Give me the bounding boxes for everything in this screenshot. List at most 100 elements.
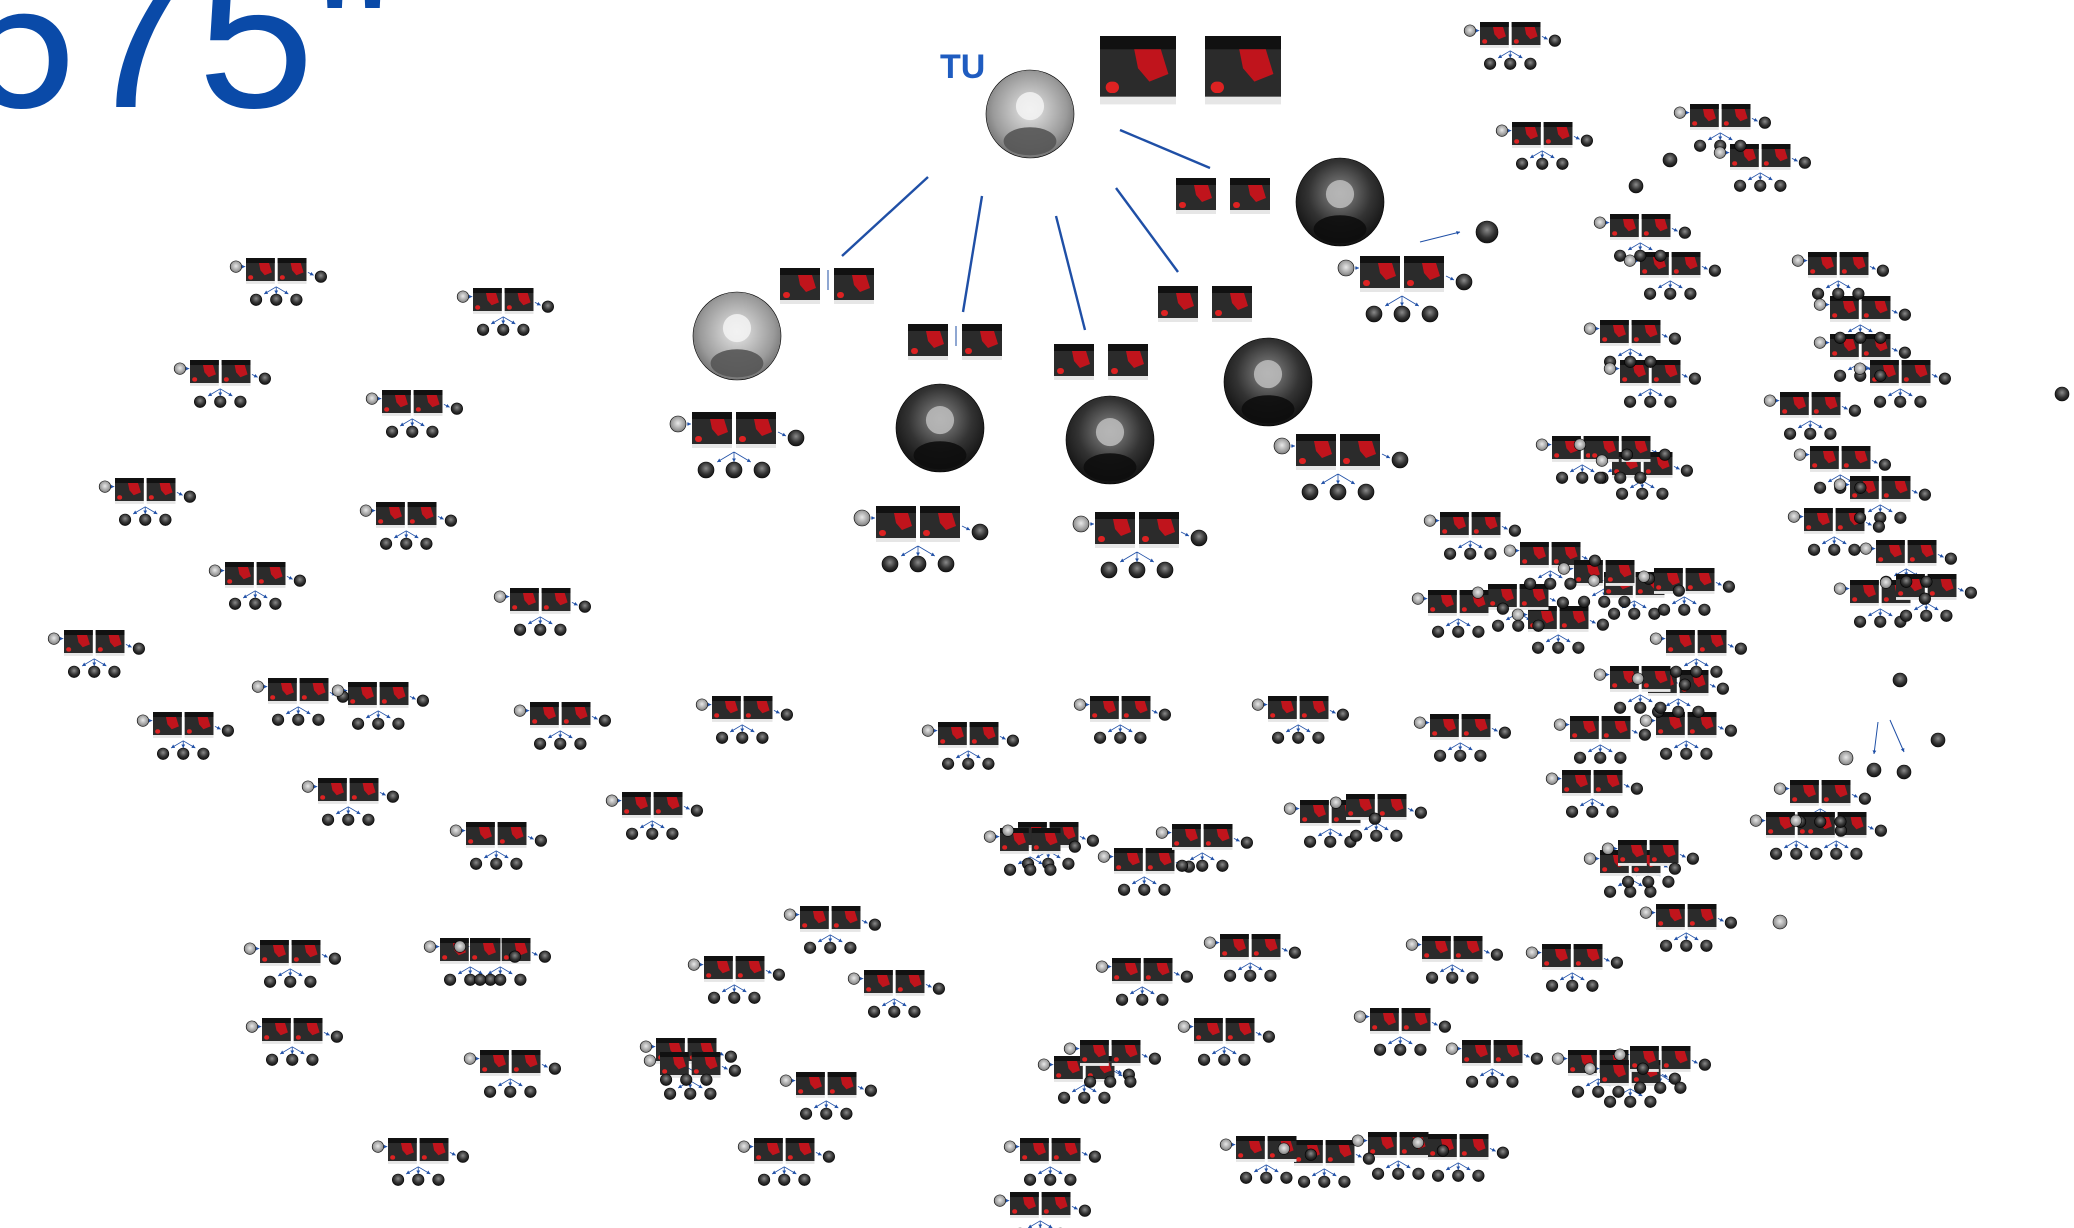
- person-avatar-icon: [1616, 487, 1629, 500]
- person-avatar-icon: [328, 952, 341, 965]
- person-avatar-icon: [359, 504, 372, 517]
- person-avatar-icon: [1423, 514, 1436, 527]
- coffee-box-icon: [831, 906, 861, 932]
- person-avatar-icon: [474, 973, 487, 986]
- person-avatar-icon: [1452, 1169, 1465, 1182]
- arrow-icon: [533, 951, 538, 956]
- arrow-icon: [1591, 619, 1596, 624]
- person-avatar-icon: [449, 824, 462, 837]
- arrow-icon: [1400, 302, 1404, 306]
- person-avatar-icon: [342, 813, 355, 826]
- person-avatar-icon: [737, 1140, 750, 1153]
- person-avatar-icon: [264, 975, 277, 988]
- person-avatar-icon: [1088, 1150, 1101, 1163]
- coffee-box-icon: [1471, 512, 1501, 538]
- coffee-box-icon: [1641, 214, 1671, 240]
- person-avatar-icon: [1866, 762, 1882, 778]
- coffee-box-icon: [1907, 540, 1937, 566]
- coffee-box-icon: [864, 970, 893, 996]
- person-avatar-icon: [1466, 1075, 1479, 1088]
- coffee-box-icon: [1901, 360, 1931, 386]
- person-avatar-icon: [412, 1173, 425, 1186]
- arrow-icon: [1212, 1050, 1217, 1054]
- person-avatar-icon: [1392, 1167, 1405, 1180]
- arrow-icon: [1215, 940, 1220, 945]
- arrow-icon: [518, 1082, 523, 1086]
- person-avatar-icon: [1078, 1091, 1091, 1104]
- person-avatar-icon: [245, 1020, 258, 1033]
- person-avatar-icon: [524, 1085, 537, 1098]
- person-avatar-icon: [1044, 1173, 1057, 1186]
- arrow-icon: [102, 662, 107, 666]
- person-avatar-icon: [1596, 618, 1609, 631]
- arrow-icon: [1321, 480, 1326, 484]
- person-avatar-icon: [1853, 362, 1866, 375]
- arrow-icon: [1286, 728, 1291, 732]
- person-avatar-icon: [1773, 782, 1786, 795]
- person-avatar-icon: [1662, 152, 1678, 168]
- arrow-icon: [1450, 968, 1455, 972]
- arrow-icon: [1048, 1170, 1053, 1174]
- person-avatar-icon: [1552, 641, 1565, 654]
- person-avatar-icon: [284, 975, 297, 988]
- person-avatar-icon: [1351, 1134, 1364, 1147]
- person-avatar-icon: [1700, 747, 1713, 760]
- person-avatar-icon: [1114, 731, 1127, 744]
- person-avatar-icon: [983, 830, 996, 843]
- arrow-icon: [1914, 606, 1919, 610]
- arrow-icon: [548, 620, 553, 624]
- person-avatar-icon: [1280, 1171, 1293, 1184]
- person-avatar-icon: [578, 600, 591, 613]
- arrow-icon: [504, 854, 509, 858]
- person-avatar-icon: [1734, 139, 1747, 152]
- arrow-icon: [1826, 284, 1831, 288]
- person-avatar-icon: [700, 1073, 713, 1086]
- arrow-icon: [660, 824, 665, 828]
- coffee-box-icon: [1631, 320, 1661, 346]
- person-avatar-icon: [426, 425, 439, 438]
- arrow-icon: [1596, 1082, 1601, 1086]
- person-avatar-icon: [1350, 829, 1363, 842]
- arrow-icon: [749, 1144, 754, 1149]
- person-avatar-icon: [1158, 708, 1171, 721]
- person-avatar-icon: [1642, 875, 1655, 888]
- arrow-icon: [1703, 265, 1708, 270]
- person-avatar-icon: [1614, 701, 1627, 714]
- arrow-icon: [1684, 744, 1689, 748]
- coffee-box-icon: [268, 678, 297, 704]
- connector-line: [1115, 187, 1179, 273]
- person-avatar-icon: [1824, 427, 1837, 440]
- person-avatar-icon: [1530, 1052, 1543, 1065]
- arrow-icon: [1128, 728, 1133, 732]
- arrow-icon: [1363, 1138, 1368, 1143]
- person-avatar-icon: [1064, 1173, 1077, 1186]
- coffee-box-icon: [692, 412, 732, 448]
- person-avatar-icon: [1784, 427, 1797, 440]
- person-avatar-icon: [1578, 595, 1591, 608]
- arrow-icon: [1446, 622, 1451, 626]
- person-avatar-icon: [132, 642, 145, 655]
- arrow-icon: [133, 510, 138, 514]
- arrow-icon: [678, 1084, 683, 1088]
- person-avatar-icon: [1444, 547, 1457, 560]
- arrow-icon: [732, 988, 737, 992]
- arrow-icon: [1686, 702, 1691, 706]
- arrow-icon: [478, 970, 483, 974]
- arrow-icon: [767, 969, 772, 974]
- arrow-icon: [828, 938, 833, 942]
- person-avatar-icon: [1604, 1095, 1617, 1108]
- person-avatar-icon: [372, 717, 385, 730]
- person-avatar-icon: [778, 1173, 791, 1186]
- coffee-box-icon: [318, 778, 347, 804]
- arrow-icon: [1118, 728, 1123, 732]
- coffee-box-icon: [95, 630, 125, 656]
- person-avatar-icon: [1713, 146, 1726, 159]
- arrow-icon: [1056, 854, 1061, 858]
- coffee-box-icon: [938, 722, 967, 748]
- person-avatar-icon: [1104, 1075, 1117, 1088]
- coffee-box-icon: [1687, 904, 1717, 930]
- arrow-icon: [1506, 616, 1511, 620]
- person-avatar-icon: [1900, 575, 1913, 588]
- arrow-icon: [1595, 326, 1600, 331]
- arrow-icon: [1718, 136, 1723, 140]
